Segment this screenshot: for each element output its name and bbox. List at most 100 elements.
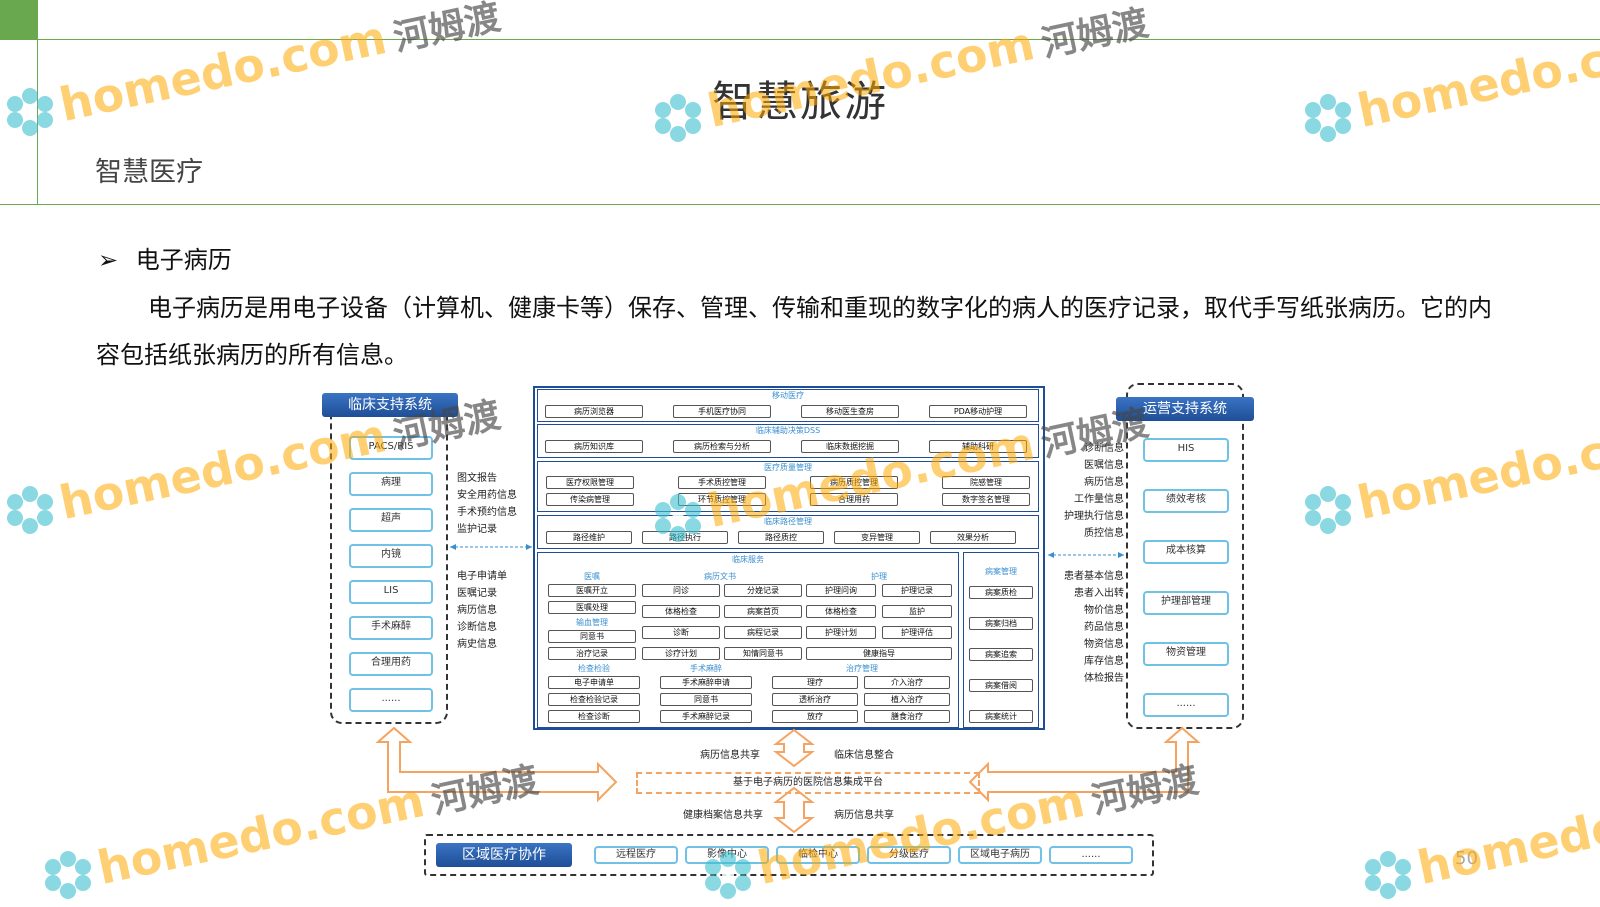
exam-item: 检查检验记录 [548,693,640,706]
quality-section [537,461,1039,512]
nursing-item: 护理记录 [882,584,952,597]
info-label: 病历信息 [457,605,497,616]
blood-item: 治疗记录 [548,647,636,660]
info-label: 图文报告 [457,473,497,484]
nursing-item: 护理问询 [806,584,876,597]
region-item: 区域电子病历 [958,846,1042,864]
info-label: 诊断信息 [1084,443,1124,454]
quality-item: 数字签名管理 [942,493,1030,506]
pathway-item: 效果分析 [930,531,1016,544]
right-system-item: 物资管理 [1143,642,1229,666]
left-system-item: 内镜 [349,544,433,568]
info-label: 护理执行信息 [1064,511,1124,522]
right-labels-bottom: 患者基本信息患者入出转物价信息药品信息物资信息库存信息体检报告 [1040,568,1124,687]
quality-item: 手术质控管理 [678,476,766,489]
watermark-domain: homedo.com [1412,773,1600,895]
region-item: ...... [1049,846,1133,864]
nursing-item: 健康指导 [806,647,952,660]
info-label: 医嘱信息 [1084,460,1124,471]
left-system-item: ...... [349,688,433,712]
quality-item: 合理用药 [810,493,898,506]
records-item: 病程记录 [724,626,802,639]
info-label: 医嘱记录 [457,588,497,599]
info-label: 体检报告 [1084,673,1124,684]
nursing-item: 体格检查 [806,605,876,618]
left-labels-top: 图文报告安全用药信息手术预约信息监护记录 [457,470,517,538]
service-section [537,552,959,728]
nursing-item: 护理计划 [806,626,876,639]
pathway-item: 路径质控 [738,531,824,544]
treatment-item: 放疗 [772,710,858,723]
nursing-item: 护理评估 [882,626,952,639]
records-item: 诊断 [642,626,720,639]
left-system-item: 超声 [349,508,433,532]
records-item: 问诊 [642,584,720,597]
mobile-section-title: 移动医疗 [772,391,804,400]
right-system-box [1126,383,1244,729]
watermark-cn: 河姆渡 [1037,2,1153,66]
watermark-text: homedo.com河姆渡 [1413,749,1600,895]
info-label: 病历信息 [1084,477,1124,488]
right-system-item: 护理部管理 [1143,591,1229,615]
dss-section [537,424,1039,458]
right-connector-arrow [1048,552,1124,558]
mobile-item: 移动医生查房 [801,405,899,418]
bottom-left-share-label: 健康档案信息共享 [683,810,763,821]
center-frame [533,386,1045,730]
page-number: 50 [1455,848,1478,869]
flow-arrows [375,726,1201,834]
records-item: 病案首页 [724,605,802,618]
dss-item: 病历检索与分析 [673,440,771,453]
quality-section-title: 医疗质量管理 [764,463,812,472]
watermark-flower-icon [650,490,706,550]
watermark-flower-icon [1300,90,1356,150]
watermark-cn: 河姆渡 [389,394,505,458]
right-share-label: 临床信息整合 [834,750,894,761]
watermark-flower-icon [2,482,58,542]
page-title: 智慧旅游 [711,77,888,126]
treatment-item: 透析治疗 [772,693,858,706]
left-system-item: 手术麻醉 [349,616,433,640]
orders-item: 医嘱开立 [548,584,636,597]
right-system-item: HIS [1143,438,1229,462]
watermark-flower-icon [40,847,96,907]
watermark-text: homedo.com河姆渡 [1353,384,1600,530]
case-mgmt-item: 病案统计 [969,710,1033,723]
left-labels-bottom: 电子申请单医嘱记录病历信息诊断信息病史信息 [457,568,507,653]
pathway-item: 路径维护 [546,531,632,544]
pathway-section [537,515,1039,549]
integration-platform: 基于电子病历的医院信息集成平台 [636,772,980,794]
left-system-item: 病理 [349,472,433,496]
info-label: 库存信息 [1084,656,1124,667]
exam-item: 检查诊断 [548,710,640,723]
quality-item: 传染病管理 [546,493,634,506]
watermark-flower-icon [1300,482,1356,542]
watermark-domain: homedo.com [1352,408,1600,530]
region-item: 远程医疗 [594,846,678,864]
left-system-title: 临床支持系统 [322,393,458,417]
dss-item: 病历知识库 [545,440,643,453]
dss-item: 辅助科研 [929,440,1027,453]
case-mgmt-item: 病案追索 [969,648,1033,661]
info-label: 患者基本信息 [1064,571,1124,582]
blood-title: 输血管理 [576,618,608,627]
info-label: 工作量信息 [1074,494,1124,505]
region-box [424,834,1154,876]
left-share-label: 病历信息共享 [700,750,760,761]
dss-section-title: 临床辅助决策DSS [755,426,821,435]
header-divider [0,204,1600,205]
bottom-right-share-label: 病历信息共享 [834,810,894,821]
info-label: 药品信息 [1084,622,1124,633]
treatment-title: 治疗管理 [846,664,878,673]
surgery-item: 手术麻醉申请 [660,676,752,689]
mobile-item: 手机医疗协同 [673,405,771,418]
blood-item: 同意书 [548,630,636,643]
mobile-item: PDA移动护理 [929,405,1027,418]
case-mgmt-item: 病案质检 [969,586,1033,599]
info-label: 患者入出转 [1074,588,1124,599]
body-paragraph: 电子病历是用电子设备（计算机、健康卡等）保存、管理、传输和重现的数字化的病人的医… [96,294,1492,369]
region-item: 分级医疗 [867,846,951,864]
treatment-item: 介入治疗 [864,676,950,689]
case-mgmt-title: 病案管理 [985,567,1017,576]
info-label: 病史信息 [457,639,497,650]
